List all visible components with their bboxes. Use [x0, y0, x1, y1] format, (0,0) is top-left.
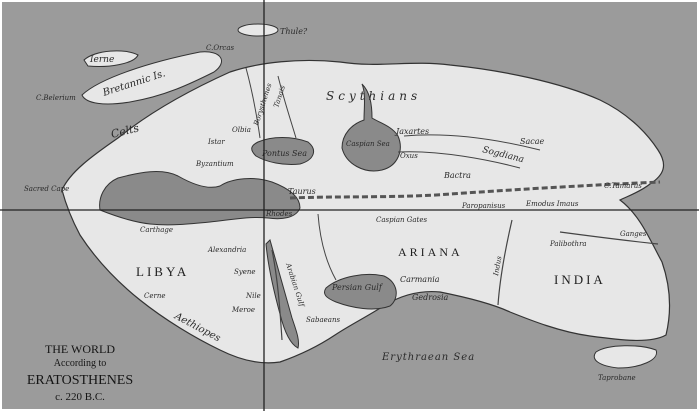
taurus-range — [289, 180, 661, 200]
label-palibothra: Palibothra — [549, 240, 587, 248]
label-syene: Syene — [234, 268, 256, 276]
persian-gulf — [323, 274, 397, 310]
oxus-river — [397, 151, 521, 169]
label-nile: Nile — [245, 292, 261, 300]
label-carmania: Carmania — [400, 275, 440, 284]
label-c-belerium: C.Belerium — [36, 94, 76, 102]
label-cerne: Cerne — [144, 292, 166, 300]
label-sabaeans: Sabaeans — [306, 316, 340, 324]
ierne-island — [83, 50, 139, 67]
ganges-river — [559, 231, 659, 245]
title-line-1: THE WORLD — [45, 342, 115, 356]
thule-island — [237, 23, 279, 37]
label-tamarus: C.Tamarus — [604, 182, 642, 190]
label-oxus: Oxus — [400, 152, 418, 160]
tanais-river — [277, 75, 297, 139]
label-ganges: Ganges — [620, 230, 647, 238]
indus-river — [497, 219, 513, 306]
title-line-2: According to — [54, 358, 107, 369]
label-byzantium: Byzantium — [195, 160, 234, 168]
jaxartes-river — [403, 134, 541, 151]
label-c-orcas: C.Orcas — [206, 44, 235, 52]
label-meroe: Meroe — [231, 306, 255, 314]
label-indus: Indus — [492, 255, 504, 277]
mediterranean-sea — [99, 171, 301, 226]
label-persian-gulf: Persian Gulf — [331, 283, 384, 292]
title-line-4: c. 220 B.C. — [55, 391, 105, 403]
label-ierne: Ierne — [89, 55, 114, 65]
label-istar: Istar — [207, 138, 225, 146]
label-bactra: Bactra — [443, 171, 471, 180]
label-emodus: Emodus Imaus — [525, 200, 579, 208]
label-taprobane: Taprobane — [598, 374, 636, 382]
label-taurus: Taurus — [288, 187, 316, 196]
label-jaxartes: Jaxartes — [394, 127, 429, 136]
label-libya: LIBYA — [136, 264, 189, 279]
label-scythians: Scythians — [326, 89, 421, 103]
label-carthage: Carthage — [140, 226, 173, 234]
label-india: INDIA — [554, 272, 606, 287]
britain-island — [81, 51, 223, 105]
pontus-sea — [251, 137, 315, 165]
label-rhodes: Rhodes — [265, 210, 293, 218]
label-alexandria: Alexandria — [207, 246, 246, 254]
label-sacae: Sacae — [520, 137, 545, 146]
label-thule: Thule? — [280, 27, 308, 36]
label-paropanisus: Paropanisus — [461, 202, 506, 210]
nile-river — [271, 249, 283, 341]
label-gedrosia: Gedrosia — [412, 293, 449, 302]
label-olbia: Olbia — [232, 126, 251, 134]
taprobane-island — [593, 345, 657, 369]
label-ariana: ARIANA — [398, 245, 463, 259]
arabian-gulf — [265, 239, 299, 349]
label-caspian-sea: Caspian Sea — [346, 140, 390, 148]
label-erythraean: Erythraean Sea — [381, 352, 475, 363]
borysthenes-river — [245, 67, 261, 139]
caspian-sea — [341, 83, 401, 172]
label-pontus: Pontus Sea — [261, 149, 307, 158]
tigris-river — [317, 213, 337, 281]
title-line-3: ERATOSTHENES — [27, 373, 133, 388]
label-caspian-gates: Caspian Gates — [376, 216, 427, 224]
oikumene-landmass — [61, 59, 671, 364]
label-sacred-cape: Sacred Cape — [24, 185, 69, 193]
